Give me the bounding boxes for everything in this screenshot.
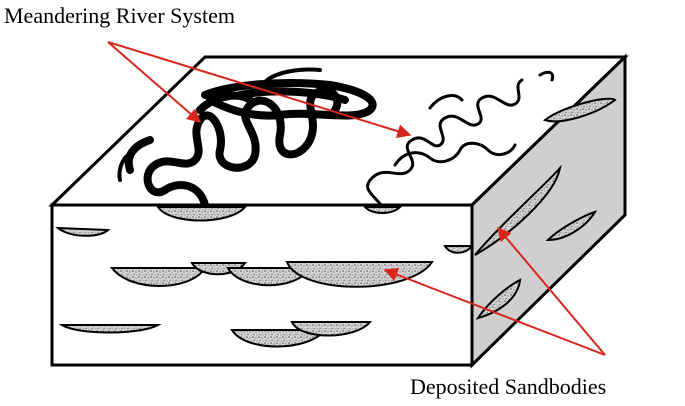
river-thick bbox=[124, 79, 377, 209]
sandbody bbox=[362, 206, 403, 214]
river-fragment bbox=[263, 67, 322, 84]
arrow-from-sand-front bbox=[383, 268, 606, 356]
sandbody bbox=[443, 245, 475, 254]
river-fragment bbox=[117, 153, 130, 182]
arrow-to-thin-river bbox=[107, 41, 412, 138]
pointer-arrows bbox=[107, 41, 606, 356]
sandbody bbox=[156, 206, 248, 222]
sandbody bbox=[545, 210, 598, 242]
arrow-from-sand-side bbox=[497, 226, 606, 356]
river-thin bbox=[366, 70, 555, 212]
side-sandbodies bbox=[474, 97, 617, 320]
meandering-river-label: Meandering River System bbox=[4, 3, 235, 28]
deposited-sandbodies-label: Deposited Sandbodies bbox=[410, 374, 607, 399]
sandbody bbox=[55, 226, 111, 237]
sandbody bbox=[290, 321, 373, 337]
sandbody bbox=[542, 97, 617, 123]
front-sandbodies bbox=[55, 206, 475, 348]
sandbody bbox=[475, 278, 522, 320]
arrow-to-thick-river bbox=[107, 41, 202, 123]
sandbody bbox=[58, 324, 162, 334]
